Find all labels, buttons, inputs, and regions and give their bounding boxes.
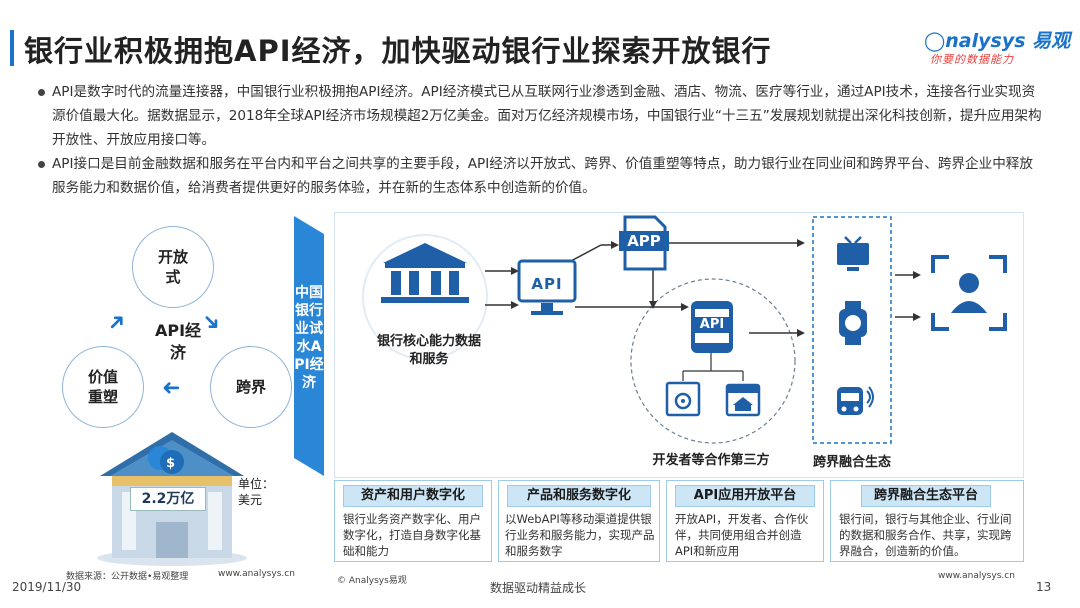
ecosystem-label: 跨界融合生态 bbox=[812, 455, 891, 470]
step-title: 跨界融合生态平台 bbox=[861, 485, 991, 507]
analysys-logo: ◯nalysys 易观 你要的数据能力 bbox=[924, 26, 1070, 72]
step-body: 银行间，银行与其他企业、行业间的数据和服务合作、共享，实现跨界融合，创造新的价值… bbox=[839, 512, 1012, 558]
smartwatch-icon bbox=[839, 301, 867, 345]
api-monitor-icon bbox=[517, 259, 577, 315]
api-phone-text: API bbox=[699, 317, 725, 332]
developer-label: 开发者等合作第三方 bbox=[652, 453, 770, 468]
bank-core-label: 银行核心能力数据和服务 bbox=[377, 334, 482, 367]
market-size-value: 2.2万亿 bbox=[130, 487, 206, 511]
page-number: 13 bbox=[1036, 580, 1052, 594]
logo-brand-cn: 易观 bbox=[1032, 30, 1071, 52]
svg-text:$: $ bbox=[166, 456, 175, 471]
title-accent-bar bbox=[10, 30, 14, 66]
vertical-banner: 中国银行业试水API经济 bbox=[294, 216, 324, 476]
logo-brand: nalysys bbox=[945, 30, 1026, 52]
bullet-dot-icon bbox=[38, 161, 45, 168]
cycle-node-open: 开放式 bbox=[132, 226, 214, 308]
bus-icon bbox=[837, 386, 874, 415]
vertical-banner-text: 中国银行业试水API经济 bbox=[294, 285, 324, 391]
footer-slogan: 数据驱动精益成长 bbox=[490, 581, 587, 595]
step-title: 产品和服务数字化 bbox=[507, 485, 651, 507]
step-title: API应用开放平台 bbox=[675, 485, 815, 507]
step-box-4: 跨界融合生态平台 银行间，银行与其他企业、行业间的数据和服务合作、共享，实现跨界… bbox=[830, 480, 1024, 562]
gear-document-icon bbox=[665, 381, 701, 417]
unit-label: 单位：美元 bbox=[238, 477, 275, 507]
diagram-connectors bbox=[362, 216, 921, 444]
step-body: 开放API，开发者、合作伙伴，共同使用组合并创造API和新应用 bbox=[675, 512, 809, 558]
cycle-node-value: 价值重塑 bbox=[62, 346, 144, 428]
app-label: APP bbox=[627, 232, 661, 250]
step-title: 资产和用户数字化 bbox=[343, 485, 483, 507]
source-url: www.analysys.cn bbox=[218, 569, 295, 579]
app-document-icon bbox=[619, 215, 669, 271]
cycle-arrow-left-icon: ➜ bbox=[162, 375, 181, 400]
footer-url: www.analysys.cn bbox=[938, 571, 1015, 581]
calendar-icon bbox=[725, 383, 761, 417]
footer-date: 2019/11/30 bbox=[12, 580, 82, 594]
step-body: 银行业务资产数字化、用户数字化，打造自身数字化基础和能力 bbox=[343, 512, 481, 558]
cycle-arrow-up-icon: ➜ bbox=[101, 307, 133, 338]
api-phone-icon bbox=[691, 301, 733, 353]
footer-copyright: © Analysys易观 bbox=[337, 576, 407, 586]
cycle-node-crossover: 跨界 bbox=[210, 346, 292, 428]
data-source: 数据来源：公开数据•易观整理 bbox=[66, 572, 189, 582]
bullet-dot-icon bbox=[38, 89, 45, 96]
tv-icon bbox=[837, 236, 869, 271]
banner-arrow-shape bbox=[294, 216, 324, 476]
page-title: 银行业积极拥抱API经济，加快驱动银行业探索开放银行 bbox=[24, 34, 772, 68]
bullet-paragraph-1: API是数字时代的流量连接器，中国银行业积极拥抱API经济。API经济模式已从互… bbox=[38, 80, 1042, 152]
user-frame-icon bbox=[931, 255, 1007, 331]
logo-slogan: 你要的数据能力 bbox=[930, 53, 1014, 66]
step-box-1: 资产和用户数字化 银行业务资产数字化、用户数字化，打造自身数字化基础和能力 bbox=[334, 480, 492, 562]
api-flow-diagram: 银行核心能力数据和服务 API APP API 开发者等合作第三方 bbox=[334, 212, 1024, 478]
cycle-center-label: API经济 bbox=[154, 321, 202, 362]
step-body: 以WebAPI等移动渠道提供银行业务和服务能力，实现产品和服务数字 bbox=[505, 512, 655, 558]
bullet-paragraph-2: API接口是目前金融数据和服务在平台内和平台之间共享的主要手段，API经济以开放… bbox=[38, 152, 1042, 200]
step-box-3: API应用开放平台 开放API，开发者、合作伙伴，共同使用组合并创造API和新应… bbox=[666, 480, 824, 562]
api-monitor-text: API bbox=[531, 275, 563, 293]
bank-icon bbox=[381, 243, 469, 303]
logo-swirl-icon: ◯ bbox=[924, 30, 946, 52]
step-box-2: 产品和服务数字化 以WebAPI等移动渠道提供银行业务和服务能力，实现产品和服务… bbox=[498, 480, 660, 562]
